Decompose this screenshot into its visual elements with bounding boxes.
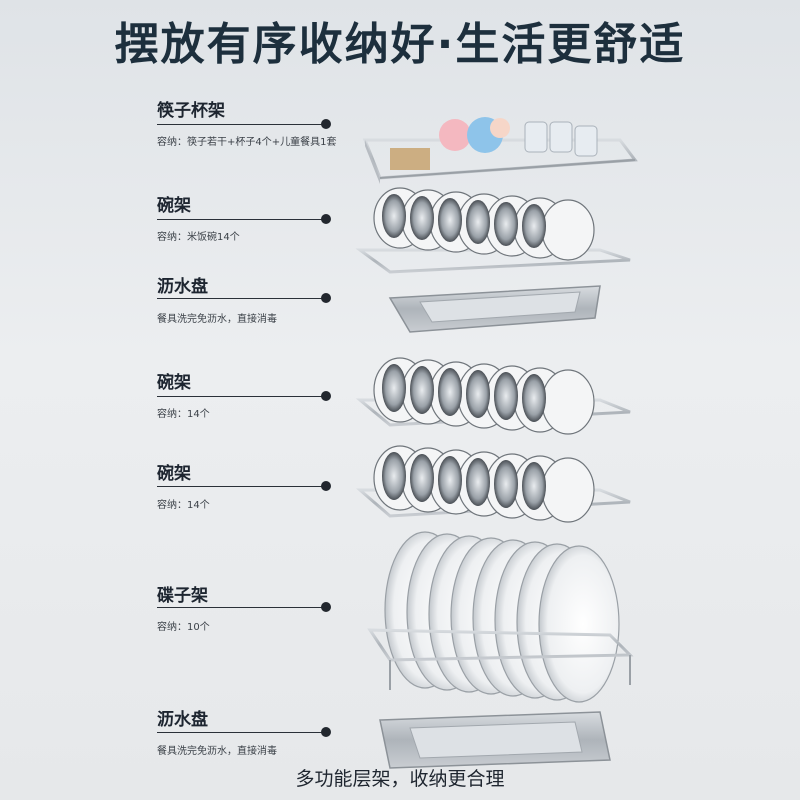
bottom-caption: 多功能层架，收纳更合理 [295,768,505,790]
label-subtitle: 容纳：14个 [157,500,210,511]
label-dot [321,727,331,737]
label-subtitle: 餐具洗完免沥水，直接消毒 [157,314,277,325]
label-bowl-rack-2: 碗架 容纳：14个 [157,368,357,420]
label-drip-tray-2: 沥水盘 餐具洗完免沥水，直接消毒 [157,705,357,757]
bowl-rack-3 [355,445,631,523]
label-chopstick-cup-rack: 筷子杯架 容纳：筷子若干+杯子4个+儿童餐具1套 [157,96,357,148]
label-dot [321,119,331,129]
headline: 摆放有序收纳好·生活更舒适 [114,19,686,70]
bowl-rack-1 [355,187,631,274]
label-title: 碗架 [157,464,191,484]
label-bowl-rack-3: 碗架 容纳：14个 [157,459,357,511]
label-plate-rack: 碟子架 容纳：10个 [157,581,357,633]
label-dot [321,391,331,401]
label-subtitle: 容纳：10个 [157,622,210,633]
label-line [157,732,325,733]
label-dot [321,481,331,491]
bowl-rack-2 [355,357,631,435]
label-subtitle: 容纳：筷子若干+杯子4个+儿童餐具1套 [157,137,337,148]
label-line [157,298,325,299]
label-title: 沥水盘 [157,277,208,297]
label-line [157,396,325,397]
label-line [157,219,325,220]
label-dot [321,602,331,612]
label-line [157,124,325,125]
plate-rack [367,531,634,703]
label-subtitle: 餐具洗完免沥水，直接消毒 [157,746,277,757]
chopstick-cup-basket [362,117,638,184]
label-bowl-rack-1: 碗架 容纳：米饭碗14个 [157,191,357,243]
label-drip-tray-1: 沥水盘 餐具洗完免沥水，直接消毒 [157,272,357,325]
label-subtitle: 容纳：14个 [157,409,210,420]
label-line [157,607,325,608]
dish-rack-illustration [355,117,638,769]
label-title: 碟子架 [157,586,208,606]
label-dot [321,293,331,303]
drip-tray-1 [388,285,601,333]
drip-tray-2 [379,711,611,769]
label-title: 碗架 [157,373,191,393]
label-subtitle: 容纳：米饭碗14个 [157,232,240,243]
label-title: 筷子杯架 [157,101,225,121]
label-dot [321,214,331,224]
label-title: 沥水盘 [157,710,208,730]
label-line [157,486,325,487]
label-title: 碗架 [157,196,191,216]
